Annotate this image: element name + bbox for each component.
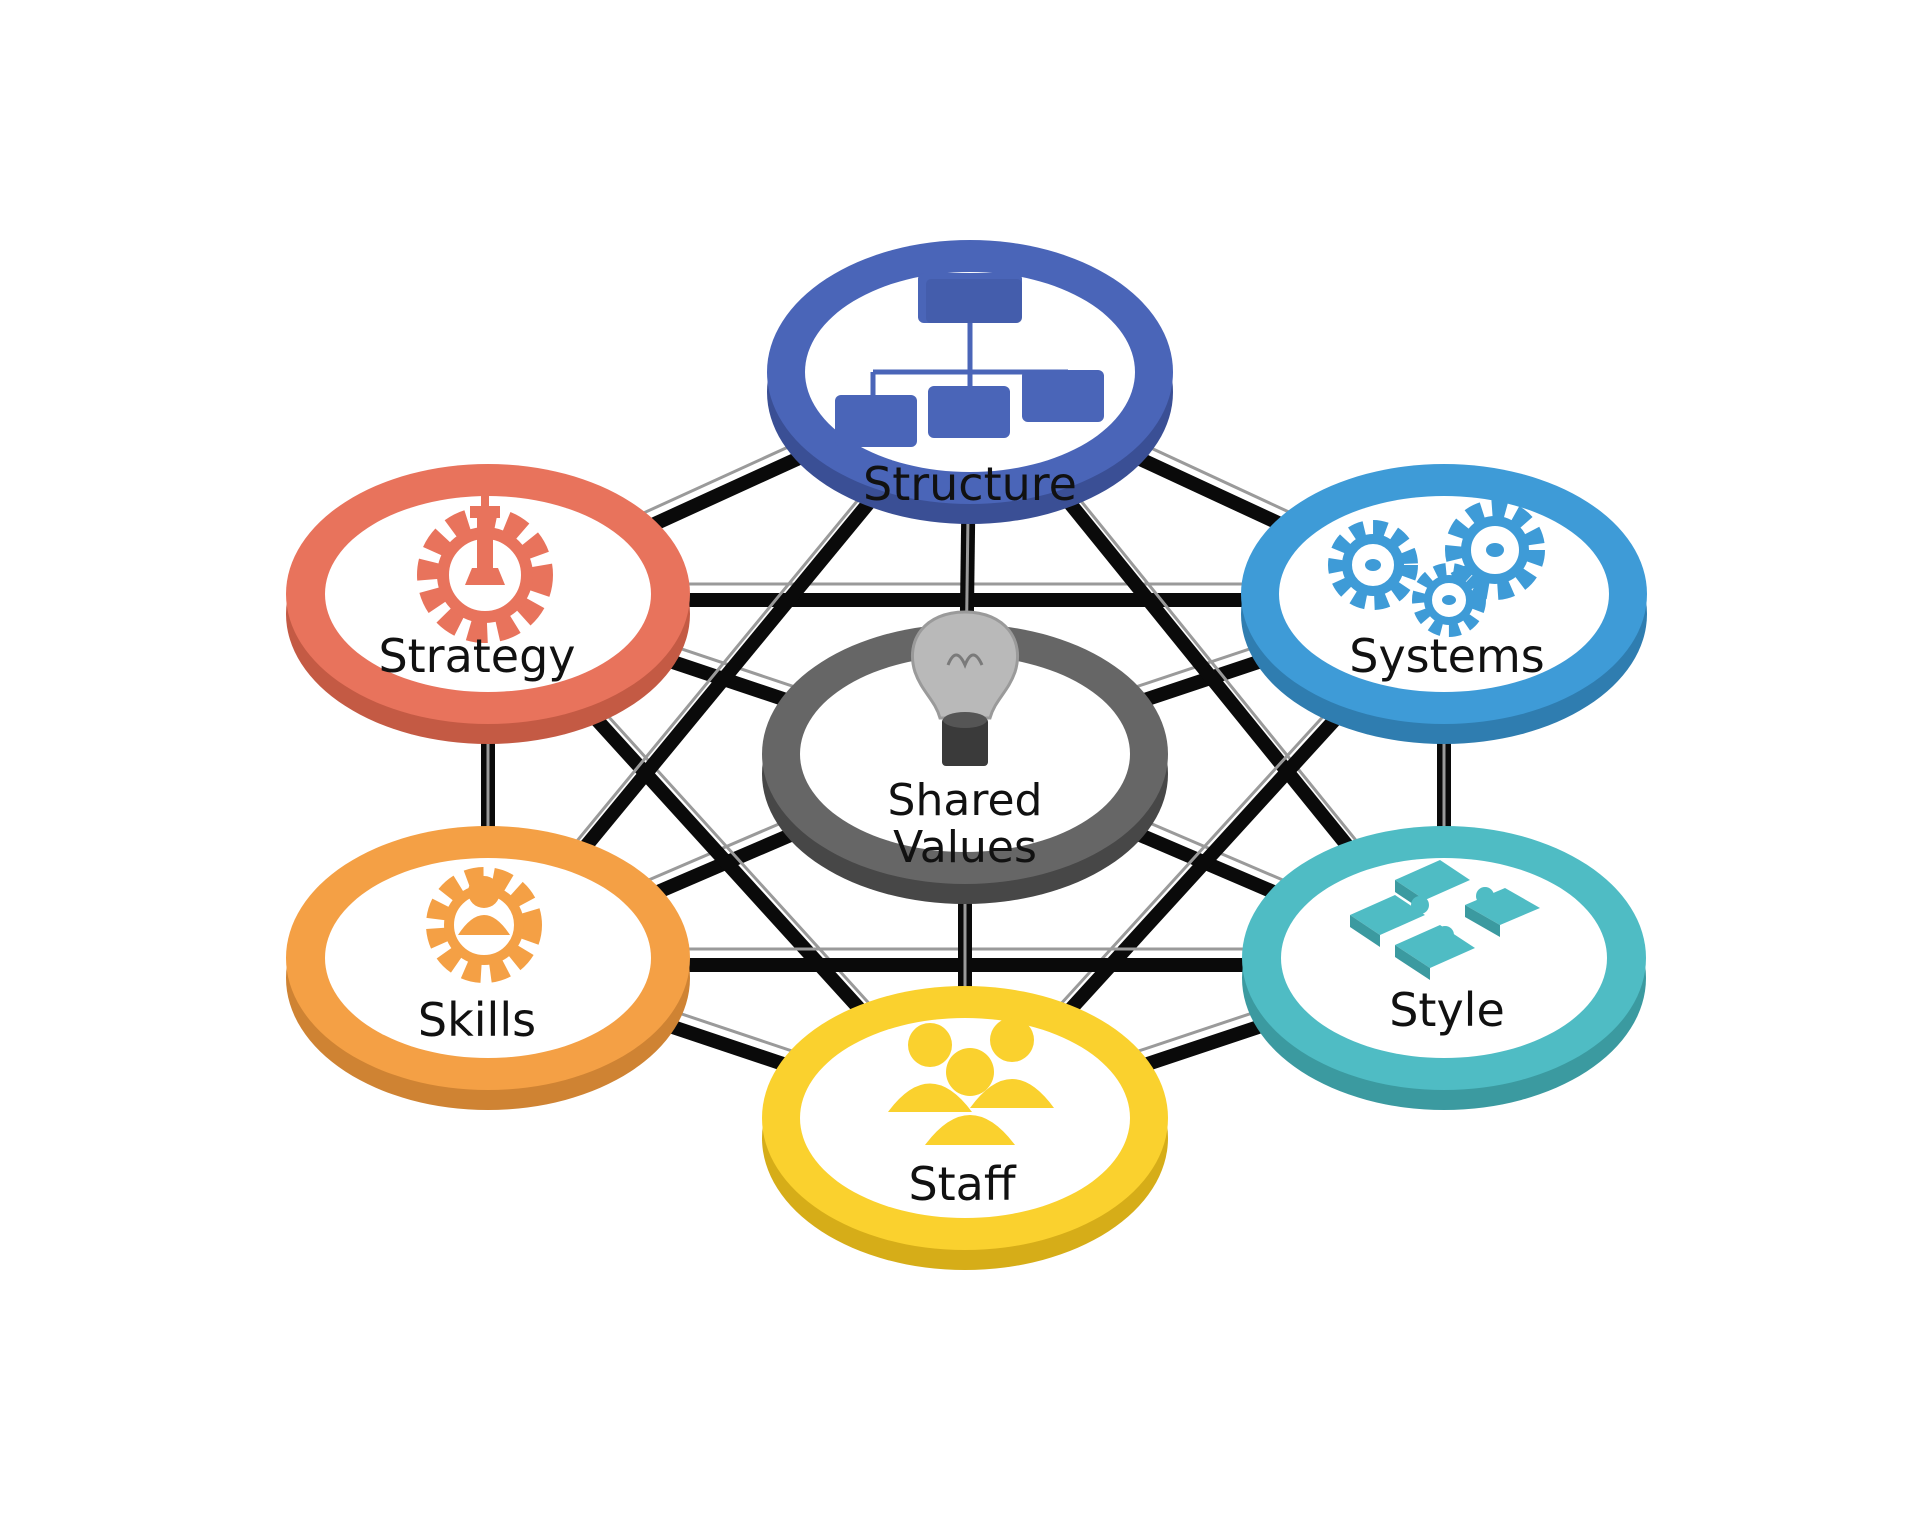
strategy-label: Strategy [378,629,575,683]
node-staff: Staff [762,986,1168,1270]
staff-label: Staff [908,1157,1016,1211]
node-style: Style [1242,826,1646,1110]
gears-icon [1328,500,1545,637]
systems-label: Systems [1349,629,1545,683]
person-gear-icon [426,867,542,983]
node-structure: Structure [767,240,1173,524]
node-systems: Systems [1241,464,1647,744]
people-icon [888,1018,1054,1145]
lightbulb-icon [910,610,1020,766]
shared-values-label-line2: Values [893,822,1037,873]
org-chart-icon [835,273,1104,447]
node-skills: Skills [286,826,690,1110]
chess-gear-icon [417,492,553,643]
shared-values-label-line1: Shared [888,775,1043,826]
node-strategy: Strategy [286,464,690,744]
structure-label: Structure [863,457,1077,511]
style-label: Style [1389,983,1505,1037]
skills-label: Skills [418,993,536,1047]
puzzle-icon [1350,860,1540,980]
node-shared-values: Shared Values [762,610,1168,904]
